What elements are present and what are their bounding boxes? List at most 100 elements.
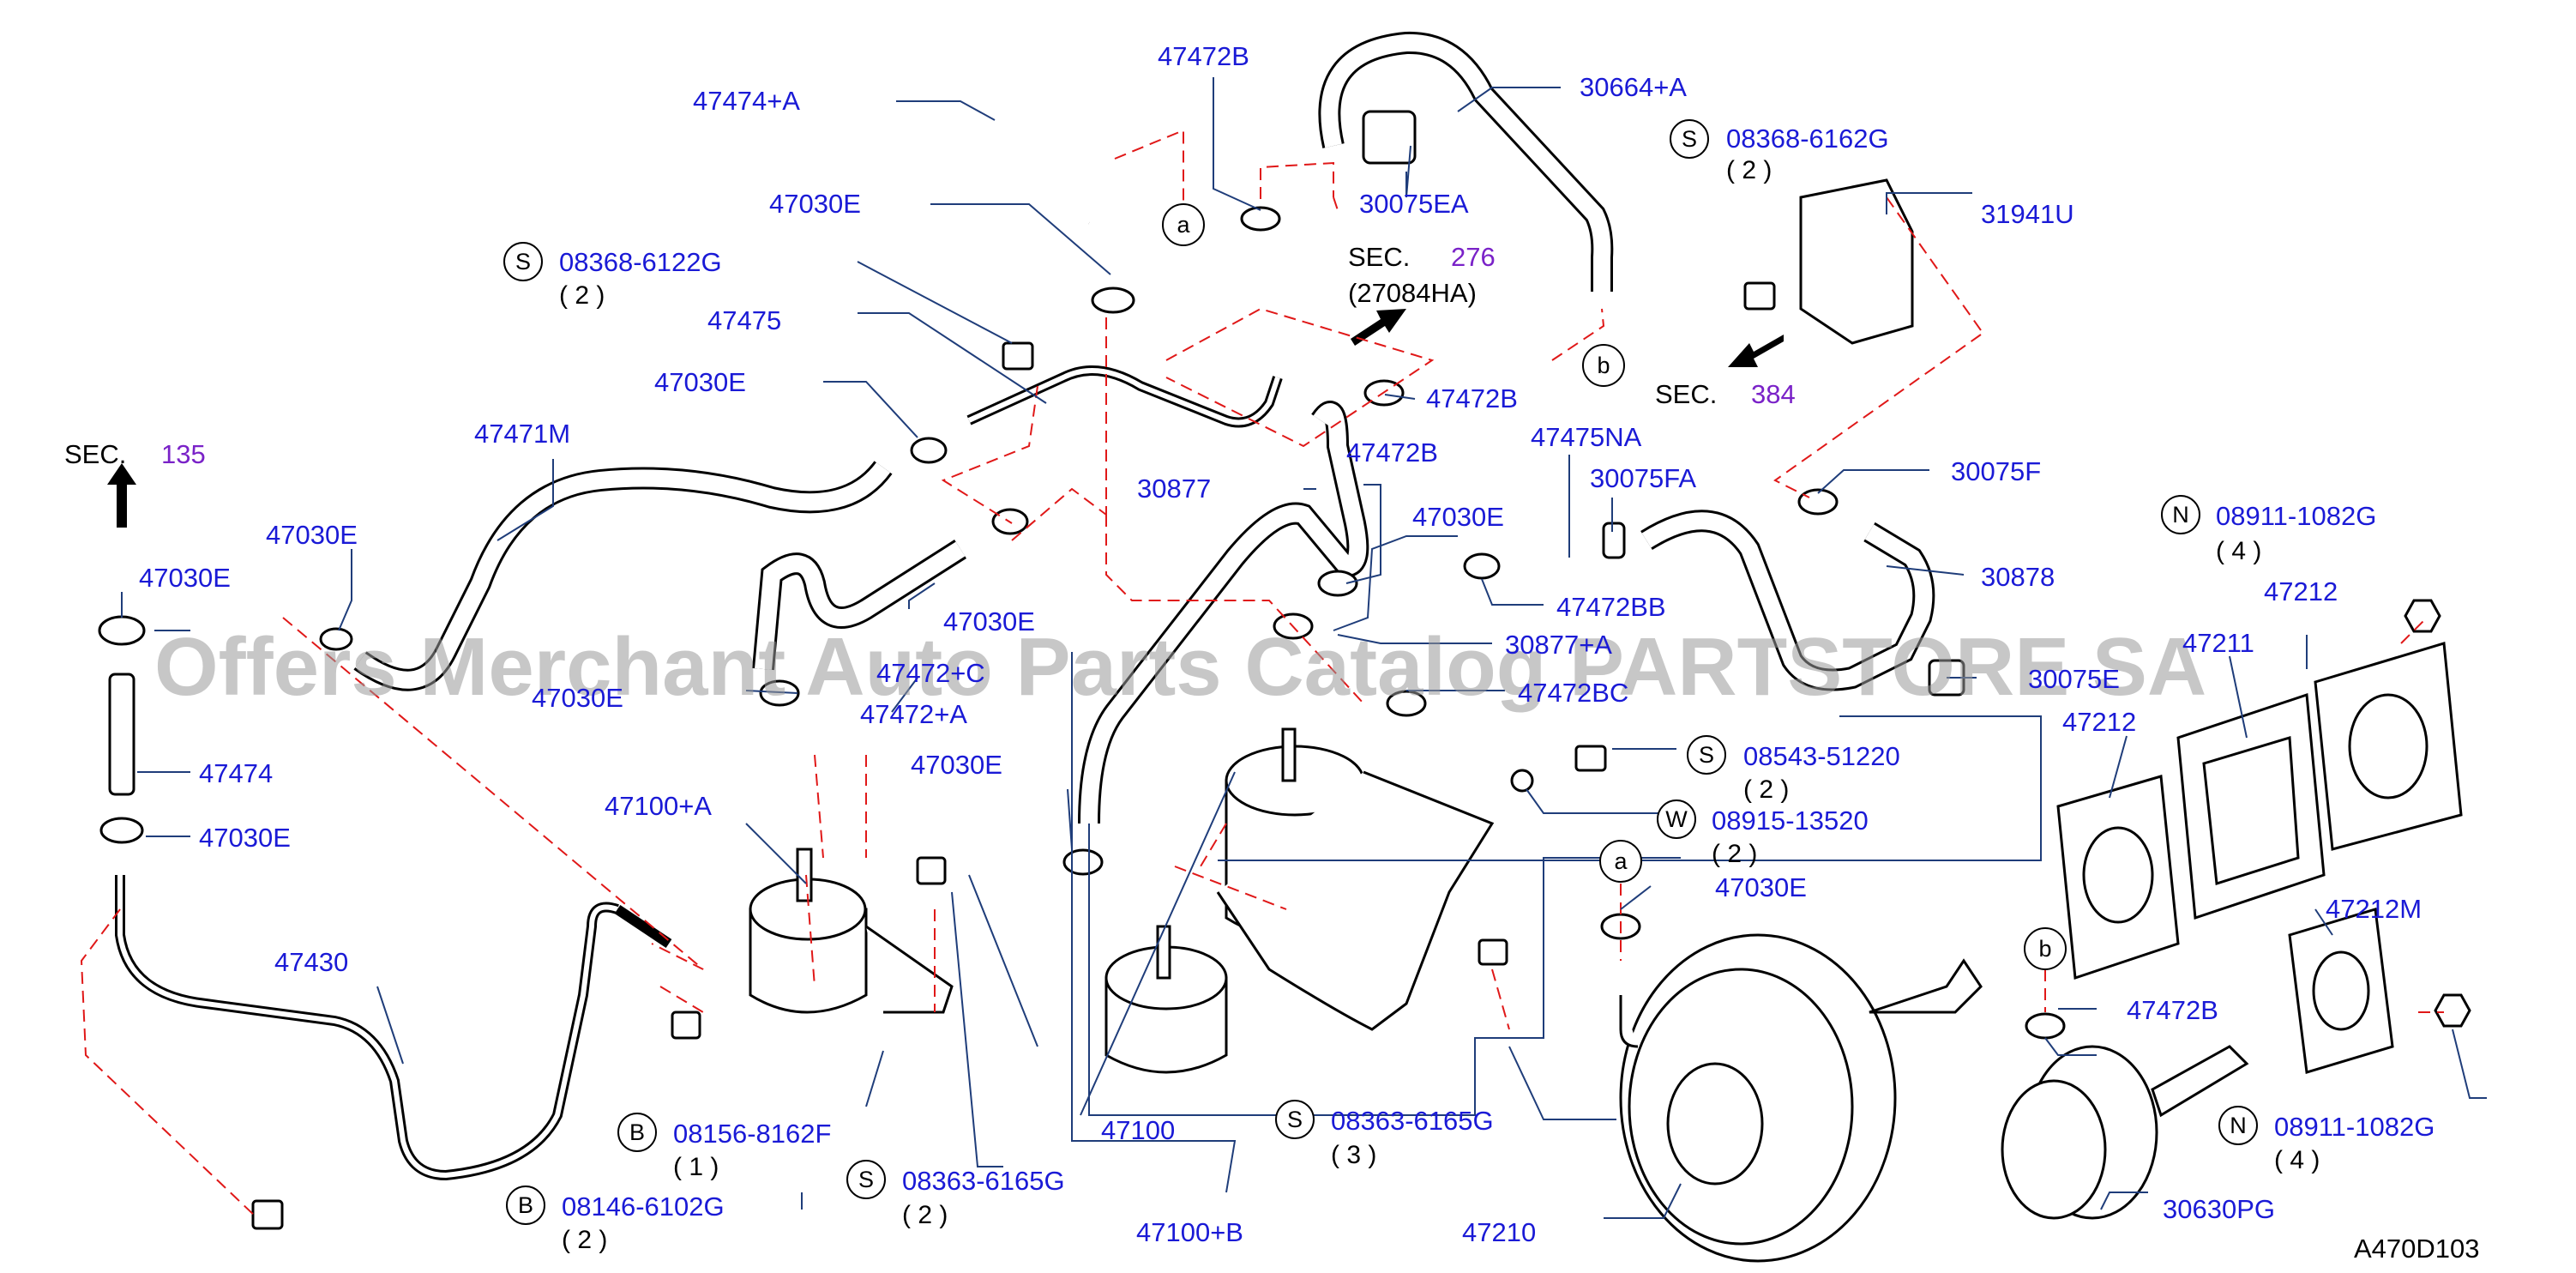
booster-30630pg	[2001, 1045, 2249, 1220]
clamp-3	[910, 437, 948, 464]
section-label: SEC.	[1655, 379, 1717, 409]
label-47475[interactable]: 47475	[707, 305, 781, 335]
hose-47474a	[959, 77, 1116, 257]
label-30075f[interactable]: 30075F	[1951, 456, 2041, 486]
fastener-labels: S 08368-6162G ( 2 ) S 08368-6122G ( 2 ) …	[503, 119, 2435, 1254]
label-47212-b[interactable]: 47212	[2062, 707, 2136, 737]
section-384[interactable]: SEC. 384	[1655, 379, 1796, 409]
gasket-47212m-hole	[2312, 950, 2370, 1031]
label-47030e-1[interactable]: 47030E	[769, 189, 861, 219]
fastener-qty: ( 2 )	[1743, 775, 1789, 804]
label-31941u[interactable]: 31941U	[1981, 199, 2074, 229]
label-47212-a[interactable]: 47212	[2264, 576, 2338, 606]
section-label: SEC.	[1348, 242, 1410, 272]
clamp-11	[759, 679, 800, 707]
brake-booster-47210	[1619, 933, 1983, 1263]
clamp-12	[1062, 848, 1104, 876]
clamp-10	[319, 627, 353, 651]
fastener-prefix: S	[1699, 742, 1714, 768]
label-47030e-4[interactable]: 47030E	[139, 563, 231, 593]
label-47472a[interactable]: 47472+A	[860, 699, 967, 729]
fastener-08363-6165g-3[interactable]: S 08363-6165G ( 3 )	[1275, 1100, 1494, 1169]
fastener-prefix: S	[858, 1167, 874, 1192]
label-47030e-8[interactable]: 47030E	[911, 750, 1002, 780]
fastener-qty: ( 4 )	[2274, 1146, 2320, 1174]
label-30877a[interactable]: 30877+A	[1505, 630, 1612, 660]
clamp-15	[1797, 488, 1839, 516]
section-135[interactable]: SEC. 135	[64, 439, 206, 469]
gasket-47212-a-hole	[2348, 693, 2429, 799]
bolt-2	[1743, 281, 1776, 311]
canister-47100	[1104, 925, 1228, 1074]
hose-30664a-inner	[1321, 33, 1611, 292]
label-47030e-10[interactable]: 47030E	[1715, 872, 1807, 902]
pipe-47430-end	[614, 905, 672, 948]
fastener-08368-6122g[interactable]: S 08368-6122G ( 2 )	[503, 242, 722, 310]
label-47472b-low[interactable]: 47472B	[2127, 995, 2218, 1025]
label-47472bb[interactable]: 47472BB	[1556, 592, 1666, 622]
bolt-5	[916, 856, 947, 885]
clamp-6	[1317, 570, 1358, 597]
fastener-08915-13520[interactable]: W 08915-13520 ( 2 )	[1657, 799, 1869, 868]
label-47030e-7[interactable]: 47030E	[199, 823, 291, 853]
label-47472bc[interactable]: 47472BC	[1518, 678, 1628, 708]
leader-lines	[121, 77, 2487, 1219]
diagram-id: A470D103	[2354, 1234, 2480, 1264]
label-47474[interactable]: 47474	[199, 758, 273, 788]
fastener-08146-6102g[interactable]: B 08146-6102G ( 2 )	[506, 1186, 725, 1254]
fastener-08911-1082g-bottom[interactable]: N 08911-1082G ( 4 )	[2218, 1106, 2435, 1174]
label-47474a[interactable]: 47474+A	[693, 86, 800, 116]
fastener-prefix: N	[2230, 1113, 2247, 1138]
label-30075e[interactable]: 30075E	[2028, 664, 2120, 694]
label-47030e-9[interactable]: 47030E	[1412, 502, 1504, 532]
connector-a-letter: a	[1177, 212, 1190, 238]
fastener-prefix: B	[629, 1119, 645, 1145]
fastener-qty: ( 4 )	[2216, 537, 2261, 565]
label-30075fa[interactable]: 30075FA	[1590, 463, 1696, 493]
section-276[interactable]: SEC. 276 (27084HA)	[1348, 242, 1496, 308]
label-47472b-2[interactable]: 47472B	[1346, 437, 1438, 468]
bolt-4	[671, 1011, 701, 1040]
valve-31941u	[1799, 178, 1914, 345]
fastener-code: 08363-6165G	[1331, 1106, 1494, 1136]
label-47472b-mid[interactable]: 47472B	[1426, 383, 1518, 413]
spacer-47211-inner	[2202, 736, 2300, 885]
fastener-qty: ( 2 )	[559, 281, 605, 310]
label-47472c[interactable]: 47472+C	[876, 658, 985, 688]
fastener-08156-8162f[interactable]: B 08156-8162F ( 1 )	[617, 1113, 831, 1181]
label-47100a[interactable]: 47100+A	[605, 791, 712, 821]
label-47471m[interactable]: 47471M	[474, 419, 570, 449]
fastener-code: 08543-51220	[1743, 741, 1900, 771]
bolts	[251, 281, 2471, 1230]
fastener-08363-6165g-2[interactable]: S 08363-6165G ( 2 )	[846, 1160, 1065, 1229]
label-30075ea[interactable]: 30075EA	[1359, 189, 1469, 219]
label-47212m[interactable]: 47212M	[2326, 894, 2422, 924]
label-47472b-top[interactable]: 47472B	[1158, 41, 1249, 71]
fastener-08368-6162g[interactable]: S 08368-6162G ( 2 )	[1670, 119, 1889, 184]
fastener-code: 08368-6162G	[1726, 124, 1889, 154]
label-30630pg[interactable]: 30630PG	[2163, 1194, 2275, 1224]
connector-a-bottom: a	[1599, 840, 1642, 883]
fastener-qty: ( 2 )	[1712, 840, 1757, 868]
label-47030e-2[interactable]: 47030E	[654, 367, 746, 397]
label-47030e-6[interactable]: 47030E	[943, 606, 1035, 636]
label-30664a[interactable]: 30664+A	[1580, 72, 1687, 102]
fastener-code: 08156-8162F	[673, 1119, 831, 1149]
label-47100b[interactable]: 47100+B	[1136, 1217, 1243, 1247]
fastener-08543-51220[interactable]: S 08543-51220 ( 2 )	[1687, 735, 1900, 804]
clip-30075fa	[1602, 522, 1626, 559]
fastener-08911-1082g-top[interactable]: N 08911-1082G ( 4 )	[2161, 495, 2376, 565]
label-47030e-3[interactable]: 47030E	[266, 520, 358, 550]
label-47475na[interactable]: 47475NA	[1531, 422, 1642, 452]
connector-b-top: b	[1582, 344, 1625, 387]
clip-30075ea	[1362, 110, 1417, 165]
label-47211[interactable]: 47211	[2182, 628, 2254, 658]
section-sub: (27084HA)	[1348, 278, 1477, 308]
label-47210[interactable]: 47210	[1462, 1217, 1536, 1247]
label-47030e-5[interactable]: 47030E	[532, 683, 623, 713]
label-47100[interactable]: 47100	[1101, 1115, 1175, 1145]
label-30877[interactable]: 30877	[1137, 474, 1211, 504]
gasket-47212-b-hole	[2082, 826, 2154, 924]
label-30878[interactable]: 30878	[1981, 562, 2055, 592]
label-47430[interactable]: 47430	[274, 947, 348, 977]
